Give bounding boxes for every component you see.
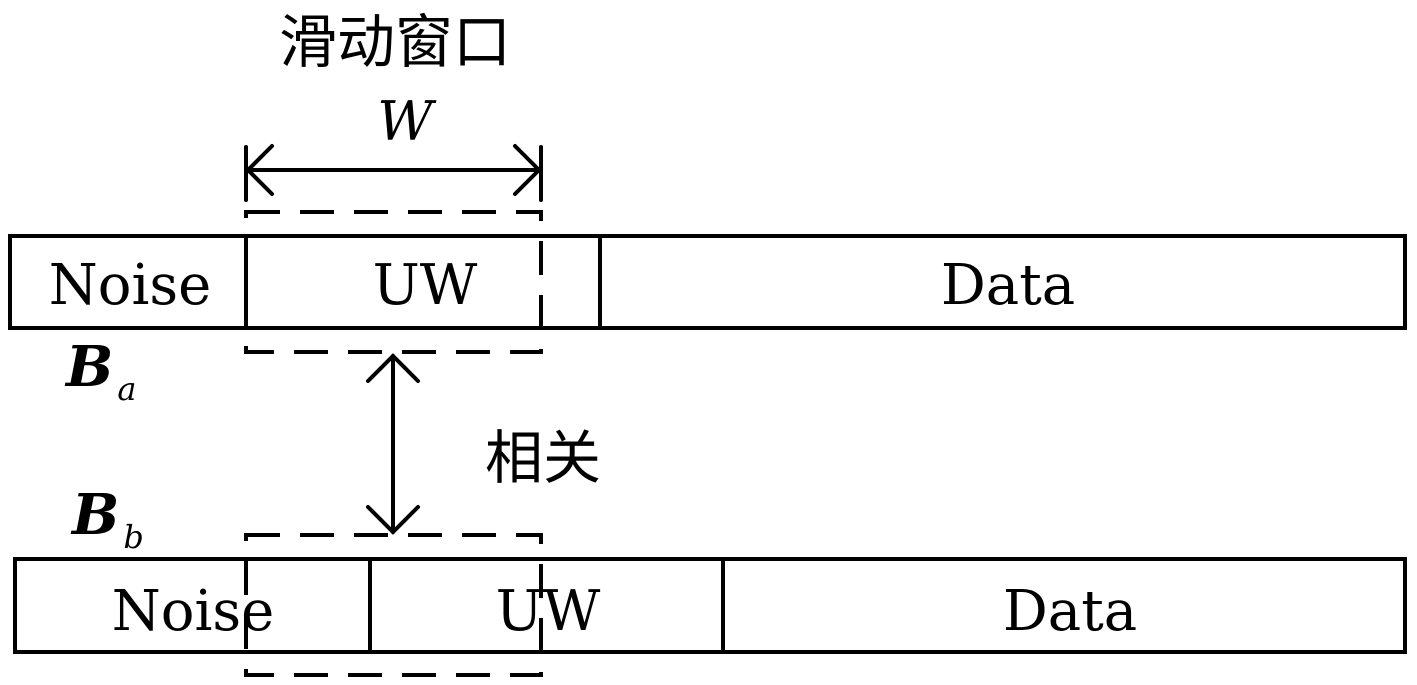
frame-a-symbol-subscript: a [117,370,136,408]
window-width-dimension [244,144,543,202]
frame-a-uw-label: UW [373,253,478,318]
frame-b-symbol-subscript: b [123,518,143,556]
frame-b-noise-label: Noise [112,579,275,644]
frame-b-symbol-letter: B [70,482,119,548]
window-width-right-arrowhead [513,144,542,196]
window-width-left-arrowhead [245,144,274,196]
frame-a-noise-label: Noise [49,253,212,318]
frame-a: Noise UW Data [8,234,1407,330]
frame-b-outline [13,557,1407,654]
correlation-arrow [366,353,420,535]
correlation-label: 相关 [485,424,601,492]
frame-a-symbol-letter: B [64,334,113,400]
correlation-arrow-top-head [366,353,420,383]
window-width-symbol: W [377,90,437,153]
frame-b-data-label: Data [1003,579,1137,644]
sliding-window-title: 滑动窗口 [279,8,511,76]
frame-b: Noise UW Data [13,557,1407,654]
correlation-arrow-bottom-head [366,505,420,535]
frame-a-outline [8,234,1407,330]
frame-b-uw-label: UW [496,579,601,644]
frame-a-data-label: Data [941,253,1075,318]
